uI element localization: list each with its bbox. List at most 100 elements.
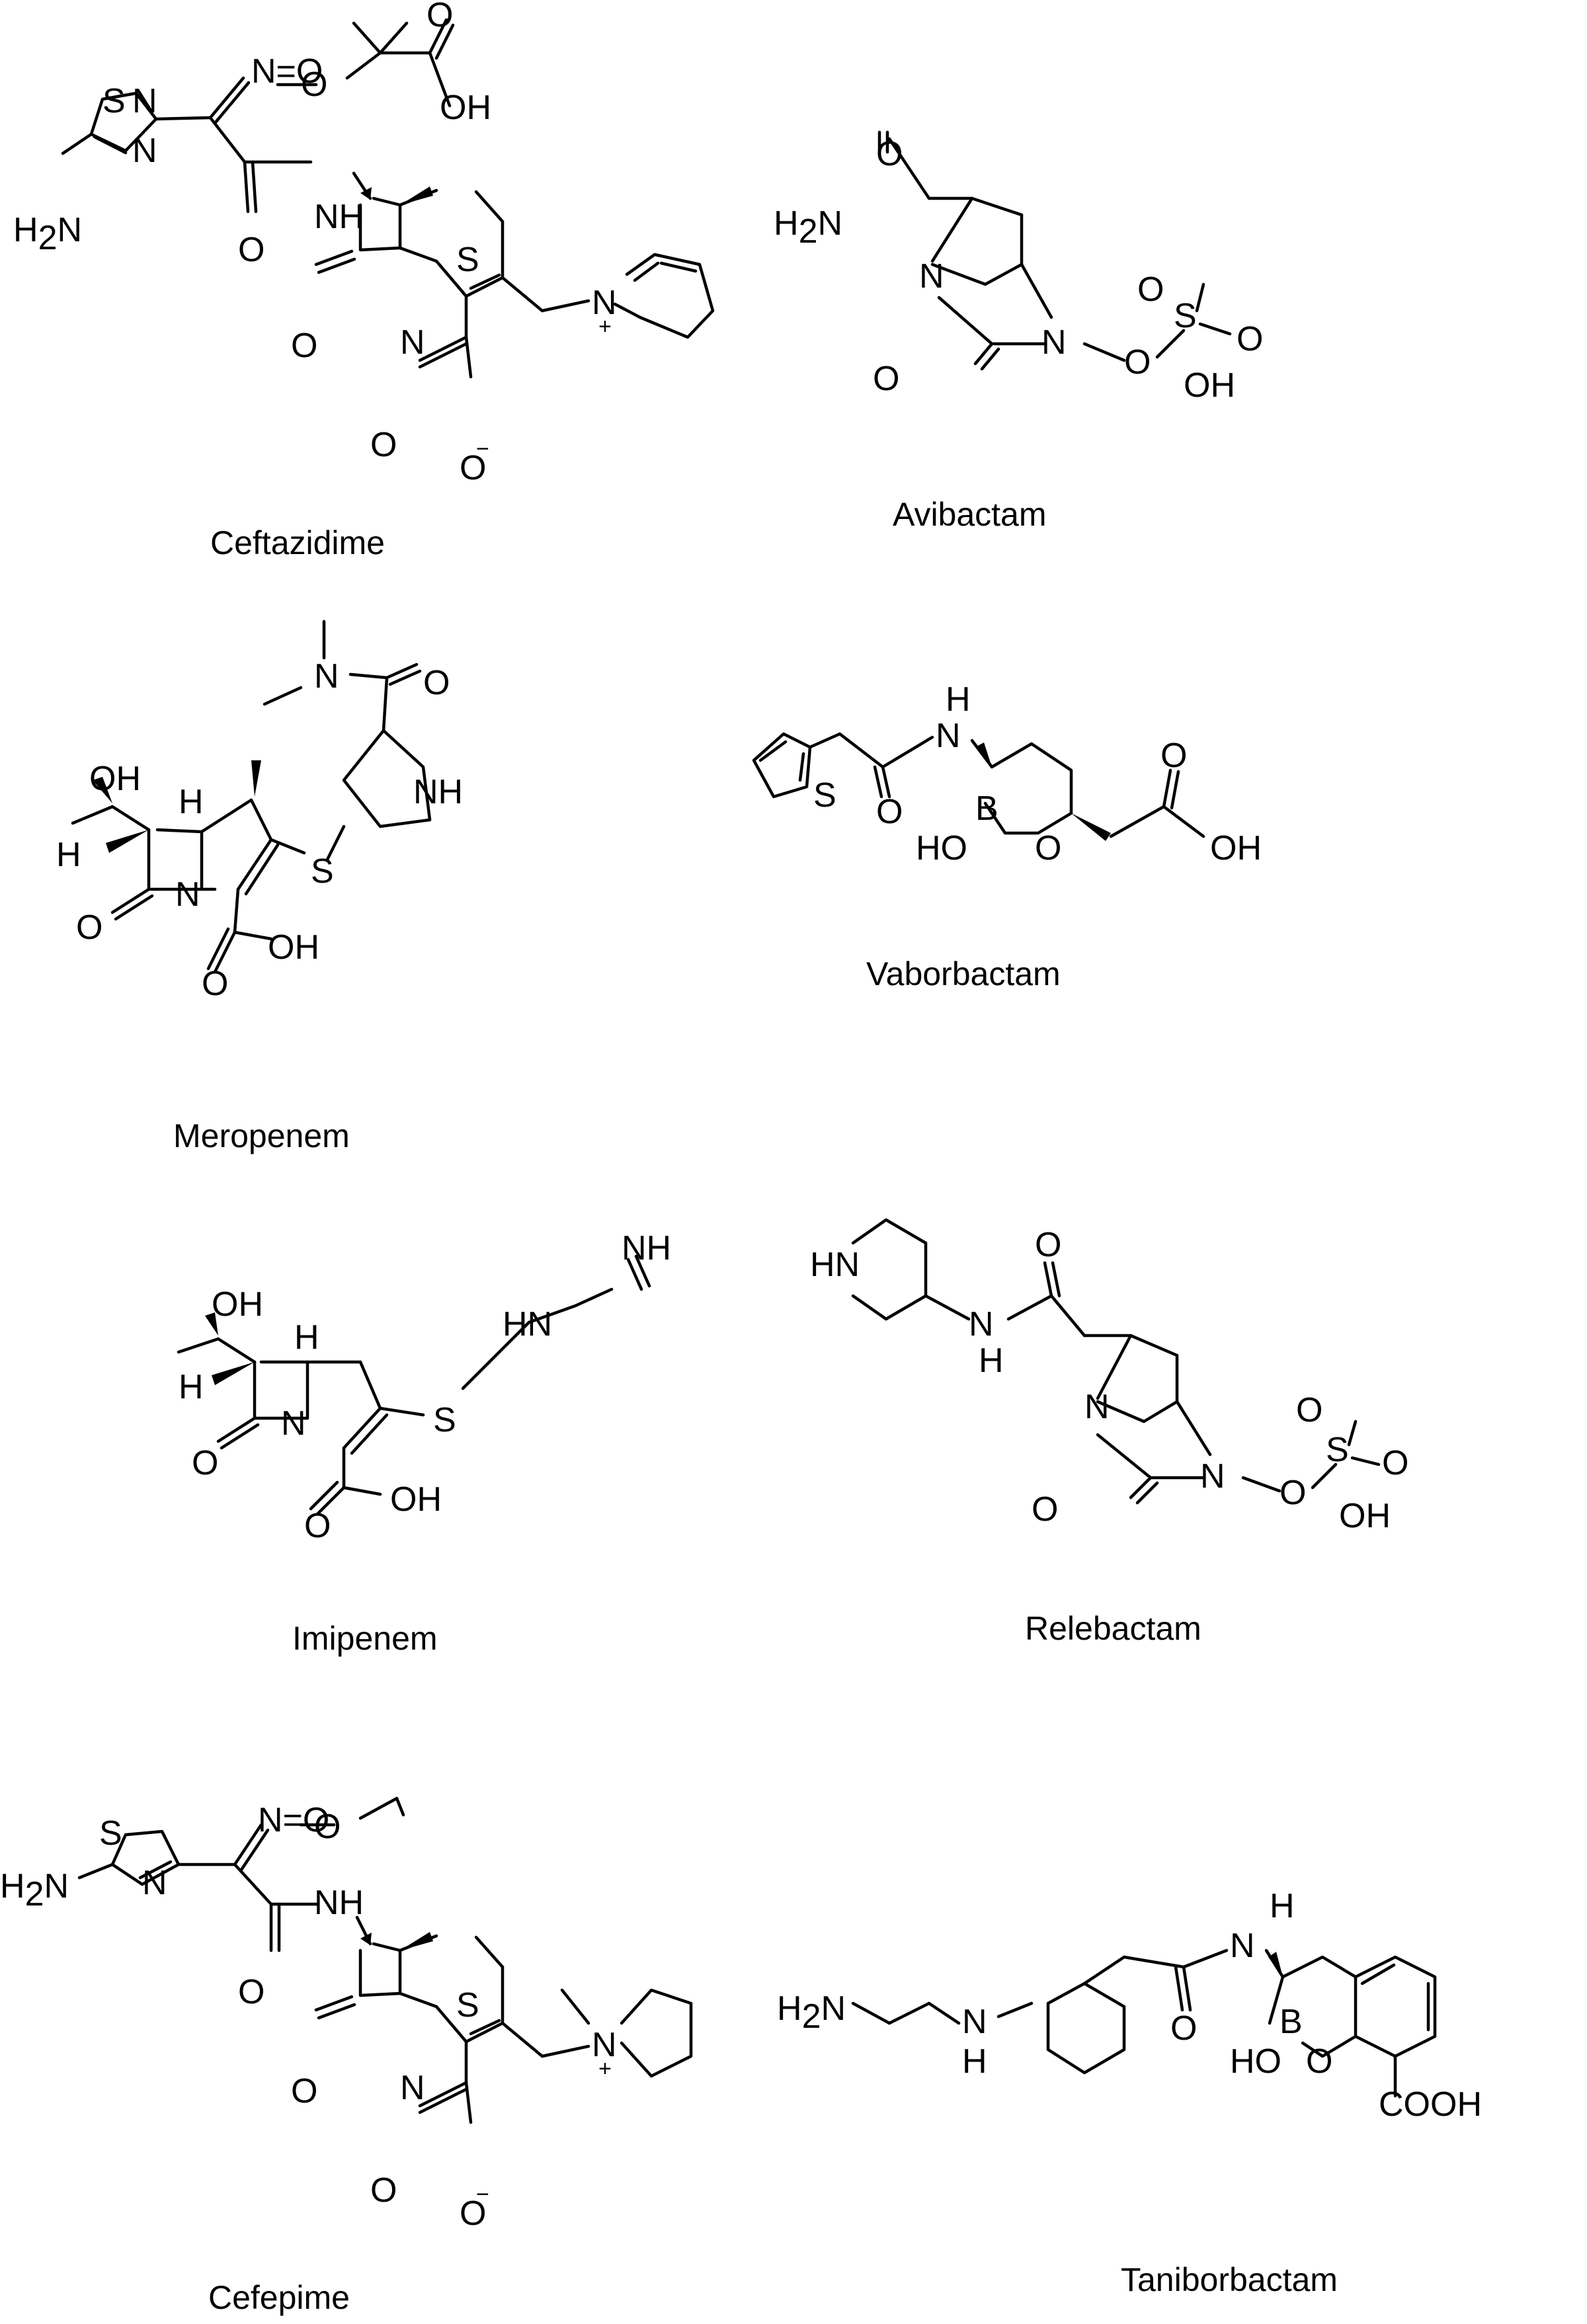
atom-label: N <box>969 1305 994 1343</box>
atom-label: O <box>460 449 486 487</box>
structure-ceftazidime: S N N H2N N=O O O OH O NH O N S O O − N … <box>13 0 715 561</box>
atom-label: S <box>311 852 334 891</box>
atom-label: N <box>175 875 200 914</box>
atom-label: NH <box>314 198 364 236</box>
structure-relebactam: HN O N H N O N O S O O OH Relebactam <box>810 1218 1408 1647</box>
atom-label: N <box>314 657 339 696</box>
atom-label: H2N <box>777 1989 846 2036</box>
atom-label: OH <box>89 760 141 798</box>
compound-name-imipenem: Imipenem <box>292 1620 438 1657</box>
atom-label: O <box>876 793 903 831</box>
compound-name-taniborbactam: Taniborbactam <box>1121 2261 1338 2298</box>
atom-label: N=O <box>258 1801 329 1839</box>
structure-meropenem: N O NH S OH H H O N O OH Meropenem <box>56 620 463 1154</box>
atom-label: N <box>281 1404 306 1443</box>
atom-charge: + <box>598 2056 612 2081</box>
atom-label: N <box>936 717 961 755</box>
atom-label: B <box>975 789 998 828</box>
atom-label: O <box>1124 343 1151 381</box>
structure-cefepime: S N H2N N=O O O NH O N S O O − N + Cefep… <box>0 1796 693 2316</box>
atom-label: S <box>1326 1431 1349 1469</box>
atom-label: H <box>979 1342 1004 1380</box>
atom-label: H2N <box>13 211 82 257</box>
atom-label: N <box>1084 1388 1110 1426</box>
atom-label: O <box>76 908 102 947</box>
atom-label: H2N <box>774 204 842 251</box>
atom-label: O <box>192 1444 218 1482</box>
atom-label: NH <box>622 1229 671 1267</box>
atom-label: O <box>304 1507 331 1545</box>
atom-label: O <box>238 231 264 269</box>
atom-charge: + <box>598 314 612 339</box>
atom-label: N <box>142 1864 167 1902</box>
structure-vaborbactam: S O H N B HO O O OH Vaborbactam <box>752 680 1262 992</box>
compound-name-avibactam: Avibactam <box>893 496 1047 533</box>
atom-label: OH <box>390 1480 442 1519</box>
atom-label: S <box>456 241 479 279</box>
compound-name-relebactam: Relebactam <box>1025 1610 1201 1647</box>
atom-label: H <box>962 2042 987 2081</box>
atom-label: HN <box>810 1246 860 1284</box>
atom-label: O <box>876 135 903 173</box>
atom-label: H <box>179 1368 204 1406</box>
atom-label: NH <box>314 1884 364 1922</box>
atom-label: O <box>423 664 450 702</box>
atom-label: O <box>1032 1490 1058 1529</box>
atom-label: N <box>400 323 425 362</box>
atom-label: HN <box>503 1305 552 1343</box>
atom-label: HO <box>916 829 967 867</box>
atom-label: O <box>1296 1391 1322 1429</box>
atom-label: H <box>179 783 204 821</box>
atom-label: O <box>873 360 899 398</box>
atom-label: N <box>962 2003 987 2041</box>
structure-avibactam: H2N O N O N O S O O OH Avibactam <box>774 130 1263 533</box>
atom-label: S <box>813 776 836 815</box>
atom-label: OH <box>1210 829 1262 867</box>
atom-label: O <box>1035 1226 1061 1264</box>
atom-label: N <box>592 2026 617 2064</box>
atom-label: OH <box>268 928 319 967</box>
compound-name-vaborbactam: Vaborbactam <box>866 955 1061 992</box>
atom-label: O <box>202 965 228 1003</box>
atom-label: N <box>1230 1927 1255 1965</box>
atom-label: O <box>314 1808 341 1846</box>
atom-label: N <box>1041 323 1067 362</box>
atom-label: O <box>370 2171 397 2210</box>
atom-label: O <box>1280 1474 1306 1512</box>
atom-label: O <box>427 0 453 34</box>
atom-charge: − <box>476 436 489 461</box>
atom-label: O <box>291 2072 317 2110</box>
atom-label: O <box>238 1973 264 2011</box>
atom-label: N <box>919 257 944 296</box>
atom-label: OH <box>1339 1497 1391 1535</box>
atom-label: S <box>102 82 126 120</box>
compound-name-cefepime: Cefepime <box>208 2279 350 2316</box>
atom-label: O <box>1137 270 1164 309</box>
atom-label: O <box>1306 2042 1332 2081</box>
structure-taniborbactam: H2N N H O H N B HO O COOH Taniborbactam <box>777 1887 1482 2298</box>
atom-label: H <box>56 836 81 874</box>
atom-label: O <box>1382 1444 1408 1482</box>
compound-name-ceftazidime: Ceftazidime <box>210 524 385 561</box>
atom-label: NH <box>413 773 463 811</box>
atom-label: B <box>1280 2003 1303 2041</box>
atom-label: N <box>132 82 157 120</box>
atom-label: H2N <box>0 1867 69 1913</box>
atom-label: O <box>370 426 397 464</box>
atom-label: O <box>1170 2009 1197 2048</box>
atom-label: OH <box>1184 366 1235 405</box>
atom-label: O <box>301 65 327 104</box>
atom-label: H <box>1270 1887 1295 1925</box>
atom-label: H <box>946 680 971 719</box>
atom-label: N <box>400 2069 425 2107</box>
atom-label: O <box>1237 320 1263 358</box>
atom-label: O <box>1035 829 1061 867</box>
atom-label: S <box>456 1986 479 2024</box>
atom-label: S <box>99 1814 122 1853</box>
atom-label: HO <box>1230 2042 1282 2081</box>
atom-label: OH <box>440 89 491 127</box>
atom-charge: − <box>476 2182 489 2207</box>
structure-imipenem: NH HN S OH H H O N O OH Imipenem <box>177 1229 671 1657</box>
atom-label: N=O <box>251 52 323 91</box>
